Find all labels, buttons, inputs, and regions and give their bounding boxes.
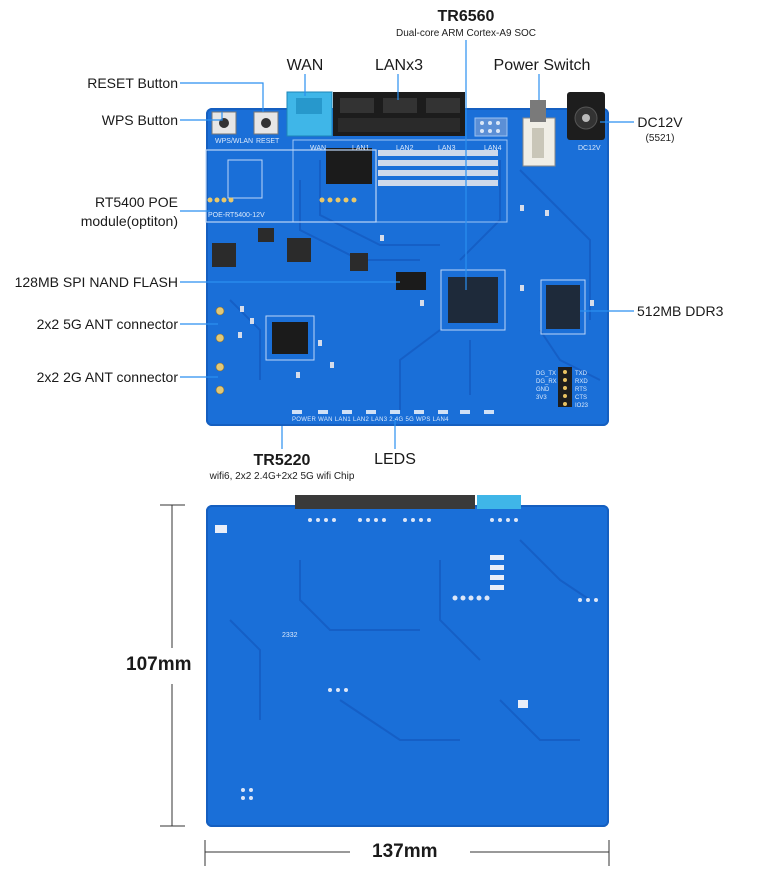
label-tr5220-sub: wifi6, 2x2 2.4G+2x2 5G wifi Chip: [186, 471, 378, 482]
label-ant2g: 2x2 2G ANT connector: [4, 369, 178, 385]
dimension-height: 107mm: [126, 654, 192, 676]
label-nand: 128MB SPI NAND FLASH: [4, 274, 178, 290]
silk-reset: RESET: [256, 138, 279, 145]
led-pads: [292, 410, 494, 414]
label-wps: WPS Button: [40, 112, 178, 128]
silk-uart-right: TXD RXD RTS CTS IO23: [575, 370, 597, 410]
label-tr6560-sub: Dual-core ARM Cortex-A9 SOC: [386, 28, 546, 39]
dimension-width: 137mm: [372, 841, 438, 863]
wifi-chip: [272, 322, 308, 354]
silk-wan: WAN: [310, 145, 326, 152]
vias-bottom: [241, 518, 598, 800]
dimension-lines: [160, 505, 609, 866]
silk-lan4: LAN4: [484, 145, 502, 152]
label-rt5400-line2: module(optiton): [40, 213, 178, 229]
label-tr6560: TR6560: [420, 8, 512, 26]
silk-bottom-code: 2332: [282, 632, 298, 639]
inductor-1: [212, 243, 236, 267]
pads-bottom: [215, 525, 528, 708]
label-leds: LEDS: [368, 451, 422, 469]
soc-chip: [448, 277, 498, 323]
pad-rows: [378, 150, 498, 186]
ddr3-chip: [546, 285, 580, 329]
nand-chip: [396, 272, 426, 290]
ant-connectors: [216, 307, 224, 394]
label-rt5400-line1: RT5400 POE: [40, 194, 178, 210]
silk-lan3: LAN3: [438, 145, 456, 152]
silk-wps-wlan: WPS/WLAN: [215, 138, 253, 145]
label-ant5g: 2x2 5G ANT connector: [4, 316, 178, 332]
label-dc12v: DC12V: [634, 114, 686, 130]
label-ddr3: 512MB DDR3: [637, 303, 723, 319]
inductor-4: [350, 253, 368, 271]
silk-lan1: LAN1: [352, 145, 370, 152]
label-reset: RESET Button: [40, 75, 178, 91]
inductor-3: [258, 228, 274, 242]
silk-dc12v: DC12V: [578, 145, 601, 152]
silk-poe: POE-RT5400-12V: [208, 212, 265, 219]
silk-lan2: LAN2: [396, 145, 414, 152]
label-tr5220: TR5220: [232, 452, 332, 470]
label-dc12v-sub: (5521): [634, 133, 686, 144]
silk-led-row: POWER WAN LAN1 LAN2 LAN3 2.4G 5G WPS LAN…: [292, 417, 449, 423]
inductor-2: [287, 238, 311, 262]
label-power-switch: Power Switch: [490, 57, 594, 75]
magnetics-chip: [326, 148, 372, 184]
label-wan: WAN: [282, 57, 328, 75]
silk-uart-left: DG_TX DG_RX GND 3V3: [536, 370, 558, 402]
pcb-traces-bottom: [230, 540, 590, 740]
label-lan: LANx3: [368, 57, 430, 75]
